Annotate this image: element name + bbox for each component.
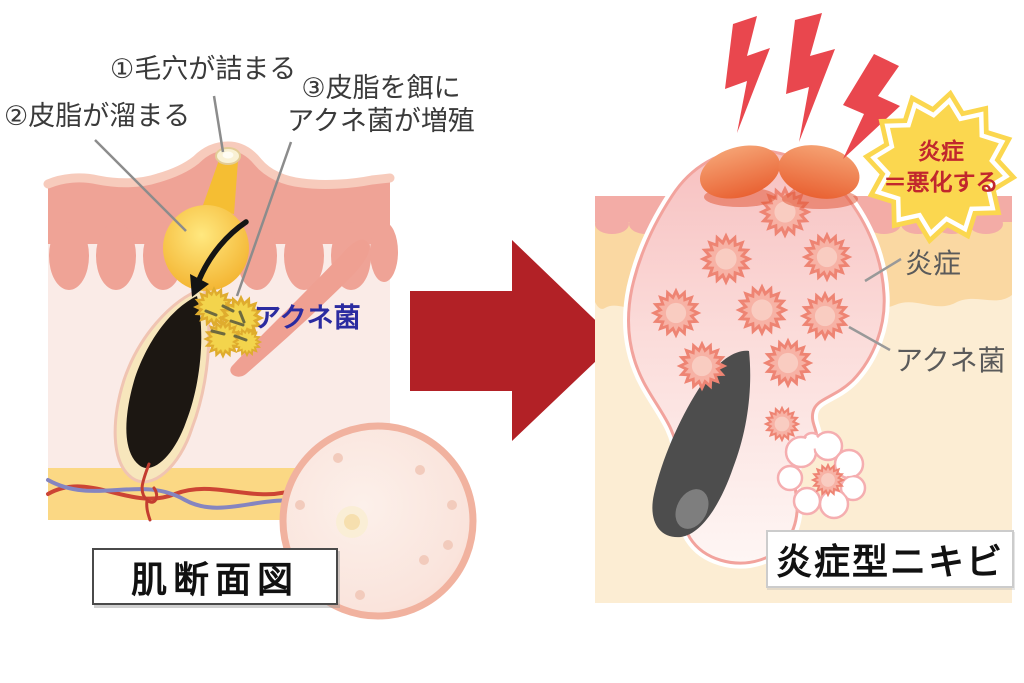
skin-surface-highlight: [43, 141, 395, 189]
arrector-pili-muscle: [230, 239, 370, 377]
hair-follicle-left: [113, 286, 211, 522]
label-acne-bacteria-left: アクネ菌: [254, 303, 361, 333]
caption-inflammatory-acne: 炎症型ニキビ: [766, 530, 1014, 588]
pointer-lines-right: [848, 257, 902, 352]
label-acne-bacteria-right: アクネ菌: [895, 345, 1006, 376]
lightning-icon: [725, 16, 770, 133]
lightning-bolts: [725, 13, 900, 159]
acne-bacteria-cluster-icon: [194, 287, 263, 358]
caption-skin-cross-section: 肌断面図: [92, 548, 338, 605]
label-step1-pore-clogs: ①毛穴が詰まる: [110, 54, 297, 84]
badge-line2: ＝悪化する: [883, 169, 999, 195]
pointer-line-acne-bacteria: [848, 325, 891, 352]
pimple-center-dot: [344, 514, 360, 530]
label-inflammation: 炎症: [905, 248, 962, 279]
label-step3-line2: アクネ菌が増殖: [287, 106, 475, 136]
left-skin-diagram: [43, 95, 477, 620]
label-step2-sebum-builds: ②皮脂が溜まる: [4, 101, 191, 131]
sebum-ball: [163, 205, 249, 291]
curved-arrow-icon: [190, 219, 249, 297]
pointer-lines-left: [94, 95, 293, 297]
right-skin-diagram: [595, 13, 1024, 603]
lightning-icon: [843, 54, 900, 159]
lightning-icon: [786, 13, 835, 142]
inflamed-bump: [699, 145, 860, 209]
inflammation-badge-text: 炎症 ＝悪化する: [855, 136, 1024, 198]
label-step3-bacteria-multiply: ③皮脂を餌に アクネ菌が増殖: [283, 72, 479, 138]
pointer-line-inflammation: [864, 257, 902, 283]
badge-line1: 炎症: [918, 138, 964, 164]
label-step3-line1: ③皮脂を餌に: [301, 73, 461, 103]
transition-arrow-icon: [410, 240, 617, 441]
pus-cloud: [776, 430, 867, 520]
pointer-line-step2: [94, 139, 187, 232]
pointer-line-step3: [235, 141, 293, 297]
hair-follicle-right: [652, 350, 751, 538]
capillary-loop: [140, 462, 159, 522]
pointer-line-step1: [212, 95, 225, 153]
